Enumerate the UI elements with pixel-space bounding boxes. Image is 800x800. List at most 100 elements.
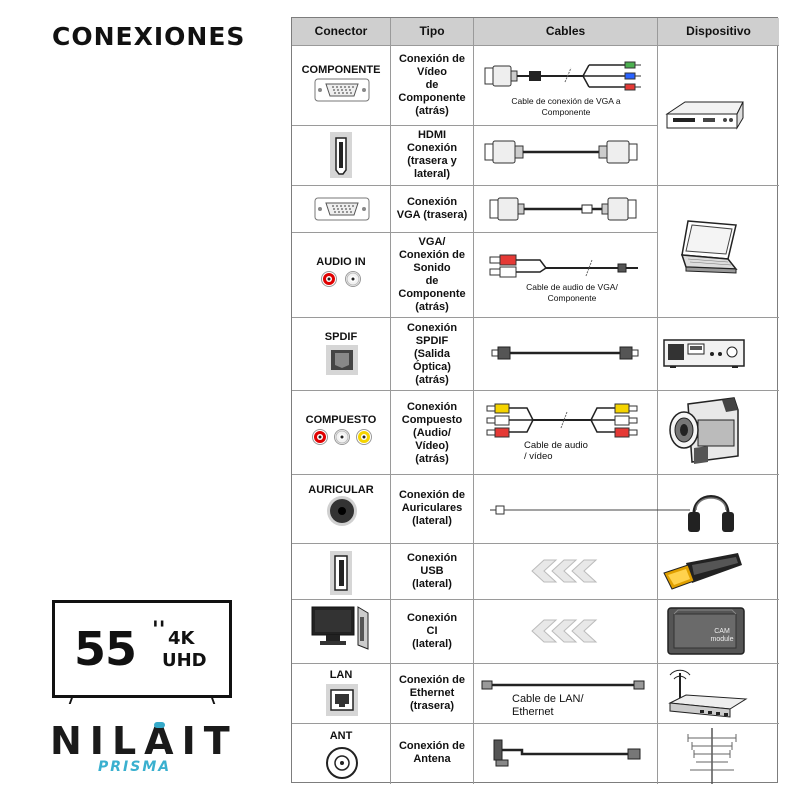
grid-line <box>657 18 658 784</box>
type-cell-vga: Conexión VGA (trasera) <box>391 188 473 230</box>
tv-frame <box>52 600 232 698</box>
type-cell-ant: Conexión de Antena <box>391 726 473 780</box>
type-line: Conexión <box>406 142 458 154</box>
cable-caption-line: Cable de conexión de VGA a <box>511 96 621 106</box>
tv-size: 55 <box>74 622 137 676</box>
type-cell-compuesto: Conexión Compuesto (Audio/ Vídeo) (atrás… <box>391 394 473 472</box>
tv-stand-right <box>206 697 216 704</box>
dvd-player-icon <box>665 101 744 130</box>
type-line: (atrás) <box>415 452 449 465</box>
cable-caption-line: / vídeo <box>524 451 553 462</box>
brand-name: NILAIT <box>50 719 238 763</box>
type-line: Vídeo <box>417 65 447 78</box>
vga-cable-icon <box>489 197 637 221</box>
header-dispositivo: Dispositivo <box>658 18 779 45</box>
camcorder-icon <box>669 397 739 464</box>
hdmi-port-icon <box>330 132 352 178</box>
type-line: Óptica) <box>413 360 451 373</box>
connector-label-ant: ANT <box>329 730 353 742</box>
type-line: Conexión de <box>398 249 465 261</box>
type-line: Conexión de <box>398 673 465 686</box>
type-line: Conexión <box>406 321 458 334</box>
composite-ports-icon <box>312 429 372 445</box>
type-line: Conexión de <box>398 52 465 65</box>
header-tipo: Tipo <box>391 18 473 45</box>
headphone-cable-icon <box>490 505 690 515</box>
header-cables: Cables <box>474 18 657 45</box>
cable-caption-lan: Cable de LAN/ Ethernet <box>512 693 632 719</box>
grid-line <box>292 125 657 126</box>
type-line: Antena <box>413 753 451 765</box>
type-line: Sonido <box>413 262 451 274</box>
tv-uhd-label: UHD <box>162 650 207 671</box>
cable-caption-line: Componente <box>547 293 597 303</box>
type-cell-usb: Conexión USB (lateral) <box>391 546 473 596</box>
type-line: (lateral) <box>412 577 452 590</box>
type-line: de <box>425 78 439 91</box>
type-cell-spdif: Conexión SPDIF (Salida Óptica) (atrás) <box>391 320 473 388</box>
type-line: (trasera) <box>409 699 455 712</box>
type-line: Compuesto <box>401 413 463 426</box>
connector-label-componente: COMPONENTE <box>301 64 381 76</box>
grid-line <box>292 723 779 724</box>
lan-cable-icon <box>481 680 645 690</box>
audio-cable-icon <box>489 254 638 278</box>
connections-table: Conector Tipo Cables Dispositivo COMPONE… <box>291 17 779 784</box>
hdmi-cable-icon <box>484 140 638 164</box>
grid-line <box>292 474 779 475</box>
type-line: (Audio/ <box>413 426 451 439</box>
optical-cable-icon <box>491 346 639 360</box>
type-line: Conexión de <box>398 488 465 501</box>
headphone-jack-icon <box>327 496 357 526</box>
cable-caption-line: Cable de audio de VGA/ <box>526 282 618 292</box>
connector-label-audio-in: AUDIO IN <box>316 256 366 268</box>
grid-line <box>292 543 779 544</box>
type-cell-lan: Conexión de Ethernet (trasera) <box>391 666 473 720</box>
antenna-icon <box>687 728 737 784</box>
vga-port-icon <box>314 78 370 102</box>
type-line: Conexión <box>406 551 458 564</box>
type-line: SPDIF <box>415 334 449 347</box>
insert-arrows-icon <box>531 559 598 583</box>
cable-caption-line: Ethernet <box>512 706 554 718</box>
grid-line <box>292 45 779 46</box>
type-line: Auriculares <box>401 501 463 514</box>
type-line: HDMI <box>417 129 447 141</box>
type-cell-ci: Conexión CI (lateral) <box>391 603 473 659</box>
brand-subtitle: PRISMA <box>98 759 172 775</box>
type-line: Conexión <box>406 400 458 413</box>
type-line: Vídeo) <box>415 439 449 452</box>
type-line: CI <box>426 624 438 637</box>
tv-inch-mark: '' <box>152 618 166 643</box>
type-line: (lateral) <box>412 514 452 527</box>
type-line: lateral) <box>413 168 451 180</box>
type-line: VGA/ <box>418 236 446 248</box>
connector-label-spdif: SPDIF <box>324 331 358 343</box>
cable-caption-line: Componente <box>541 107 591 117</box>
cam-module-label: CAM module <box>704 628 740 644</box>
brand-accent-dot <box>154 722 165 728</box>
type-line: Conexión <box>406 611 458 624</box>
type-line: (trasera y <box>407 155 457 167</box>
headphones-icon <box>688 495 734 532</box>
cable-caption-line: Cable de audio <box>524 440 588 451</box>
grid-line <box>292 232 657 233</box>
type-line: (atrás) <box>415 104 449 117</box>
cable-caption-compuesto: Cable de audio / vídeo <box>524 440 594 462</box>
type-cell-hdmi: HDMI Conexión (trasera y lateral) <box>391 128 473 182</box>
type-line: (atrás) <box>415 301 449 313</box>
ci-slot-tv-icon <box>311 606 369 650</box>
cam-label-line: module <box>710 636 734 643</box>
type-line: Ethernet <box>409 686 455 699</box>
grid-line <box>473 18 474 784</box>
type-cell-auricular: Conexión de Auriculares (lateral) <box>391 476 473 540</box>
grid-line <box>292 317 779 318</box>
cam-label-line: CAM <box>714 628 730 635</box>
grid-line <box>292 185 779 186</box>
cable-caption-componente: Cable de conexión de VGA a Componente <box>488 96 644 118</box>
type-line: (Salida <box>413 347 451 360</box>
type-line: de <box>425 275 439 287</box>
composite-cable-icon <box>486 403 638 438</box>
tv-illustration <box>52 600 232 704</box>
vga-port-icon <box>314 197 370 221</box>
